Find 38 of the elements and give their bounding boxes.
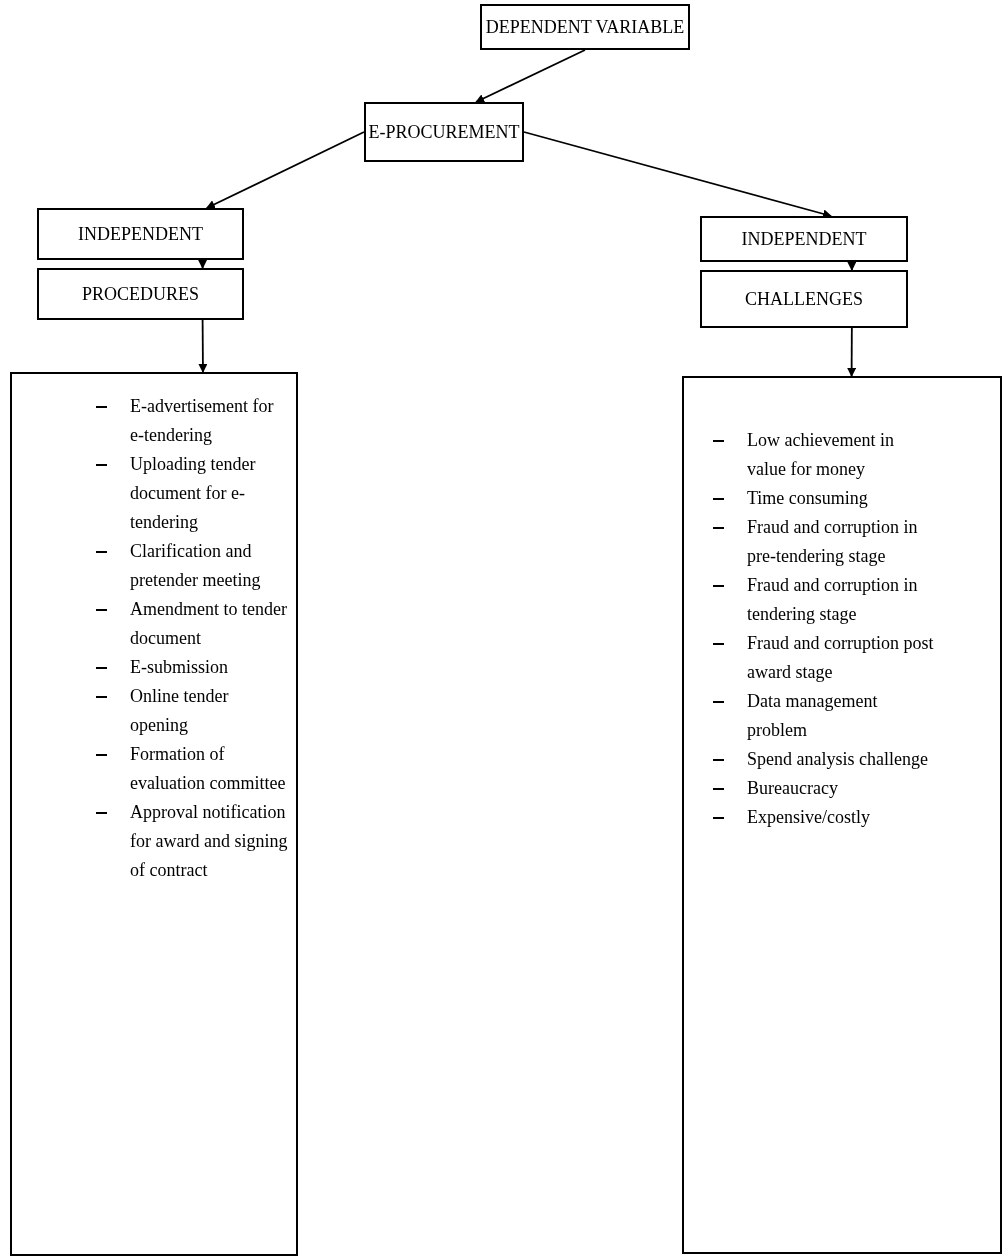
box-label: E-PROCUREMENT: [368, 121, 520, 144]
list-item: Formation of evaluation committee: [130, 743, 287, 795]
box-label: PROCEDURES: [82, 283, 199, 306]
label-box: [480, 4, 690, 50]
list-item: Time consuming: [747, 487, 869, 510]
list-item: Approval notification for award and signing of contract: [130, 801, 289, 882]
arrow: [847, 327, 857, 377]
list-item: Spend analysis challenge: [747, 748, 929, 771]
list-item: Amendment to tender document: [130, 598, 288, 650]
label-box: [700, 216, 908, 262]
arrow: [198, 259, 208, 269]
list-item: Expensive/costly: [747, 806, 871, 829]
list-box: [10, 372, 298, 1256]
list-item: Uploading tender document for e-tendering: [130, 453, 257, 534]
list-item: E-submission: [130, 656, 229, 679]
box-label: INDEPENDENT: [78, 223, 203, 246]
arrow: [198, 319, 208, 373]
list-item: Online tender opening: [130, 685, 230, 737]
label-box: [37, 268, 244, 320]
arrow: [847, 261, 857, 271]
label-box: [37, 208, 244, 260]
list-item: Data management problem: [747, 690, 879, 742]
label-box: [700, 270, 908, 328]
list-item: Bureaucracy: [747, 777, 839, 800]
list-item: E-advertisement for e-tendering: [130, 395, 275, 447]
list-box: [682, 376, 1002, 1254]
box-label: CHALLENGES: [745, 288, 863, 311]
label-box: [364, 102, 524, 162]
list-item: Fraud and corruption in pre-tendering stage: [747, 516, 919, 568]
box-label: INDEPENDENT: [741, 228, 867, 251]
box-label: DEPENDENT VARIABLE: [485, 16, 685, 39]
list-item: Fraud and corruption in tendering stage: [747, 574, 919, 626]
arrow: [475, 49, 586, 103]
list-item: Low achievement in value for money: [747, 429, 895, 481]
list-item: Fraud and corruption post award stage: [747, 632, 935, 684]
arrow: [523, 131, 832, 219]
list-item: Clarification and pretender meeting: [130, 540, 262, 592]
arrow: [205, 131, 365, 209]
